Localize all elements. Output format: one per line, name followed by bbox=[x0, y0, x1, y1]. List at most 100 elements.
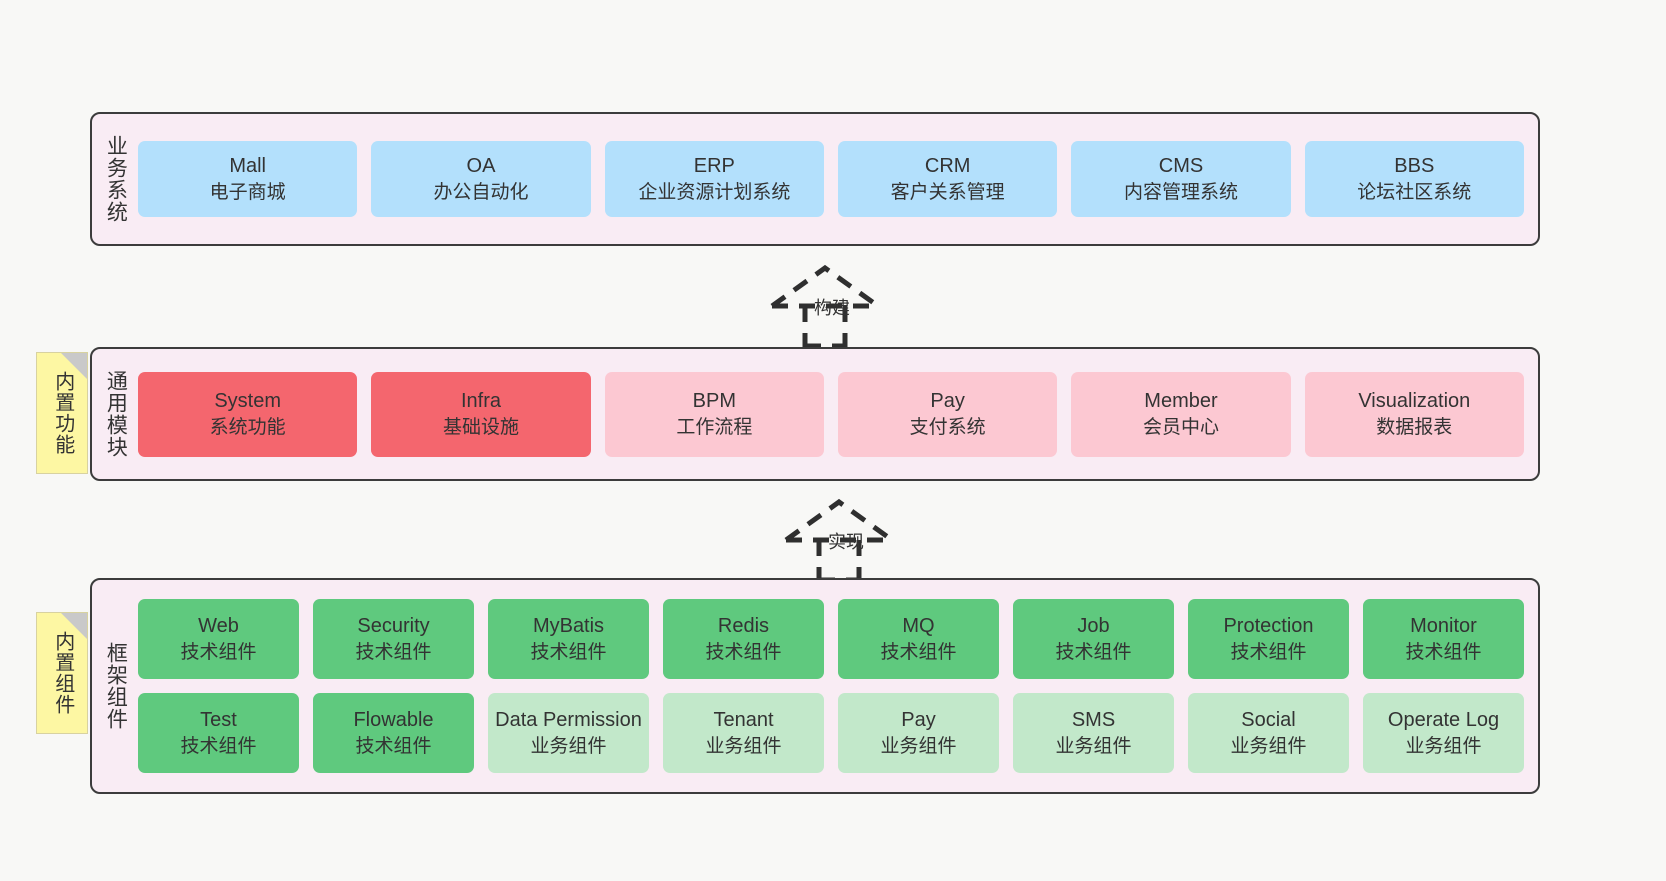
node-title: OA bbox=[466, 155, 496, 178]
node-subtitle: 数据报表 bbox=[1376, 416, 1453, 438]
connector-implement-label: 实现 bbox=[828, 532, 864, 552]
note-label: 内置功能 bbox=[51, 371, 74, 455]
node-redis[interactable]: Redis 技术组件 bbox=[663, 599, 824, 679]
node-bbs[interactable]: BBS 论坛社区系统 bbox=[1304, 141, 1524, 217]
node-subtitle: 技术组件 bbox=[180, 641, 257, 663]
layer-framework-components: 框架组件 Web 技术组件 Security 技术组件 MyBatis 技术组件… bbox=[90, 578, 1540, 794]
layer-framework-body: Web 技术组件 Security 技术组件 MyBatis 技术组件 Redi… bbox=[138, 580, 1538, 792]
node-subtitle: 办公自动化 bbox=[433, 181, 529, 203]
node-title: Tenant bbox=[713, 709, 774, 732]
layer-modules-body: System 系统功能 Infra 基础设施 BPM 工作流程 Pay 支付系统… bbox=[138, 349, 1538, 479]
business-node-row: Mall 电子商城 OA 办公自动化 ERP 企业资源计划系统 CRM 客户关系… bbox=[138, 141, 1524, 217]
node-title: Test bbox=[200, 709, 237, 732]
node-title: Pay bbox=[901, 709, 936, 732]
node-mq[interactable]: MQ 技术组件 bbox=[838, 599, 999, 679]
note-builtin-functions: 内置功能 bbox=[36, 352, 88, 474]
node-subtitle: 技术组件 bbox=[1230, 641, 1307, 663]
node-system[interactable]: System 系统功能 bbox=[138, 371, 358, 457]
node-title: MQ bbox=[902, 615, 935, 638]
node-title: Visualization bbox=[1358, 390, 1471, 413]
node-subtitle: 技术组件 bbox=[705, 641, 782, 663]
node-title: Job bbox=[1077, 615, 1110, 638]
node-subtitle: 技术组件 bbox=[1405, 641, 1482, 663]
node-pay-module[interactable]: Pay 支付系统 bbox=[837, 371, 1058, 457]
node-subtitle: 内容管理系统 bbox=[1123, 181, 1238, 203]
node-member[interactable]: Member 会员中心 bbox=[1071, 371, 1291, 457]
node-pay-component[interactable]: Pay 业务组件 bbox=[838, 693, 999, 773]
node-title: Monitor bbox=[1410, 615, 1477, 638]
node-subtitle: 技术组件 bbox=[880, 641, 957, 663]
framework-node-row-2: Test 技术组件 Flowable 技术组件 Data Permission … bbox=[138, 693, 1524, 773]
node-security[interactable]: Security 技术组件 bbox=[313, 599, 474, 679]
node-title: SMS bbox=[1071, 709, 1116, 732]
node-subtitle: 技术组件 bbox=[1055, 641, 1132, 663]
node-protection[interactable]: Protection 技术组件 bbox=[1188, 599, 1349, 679]
node-sms[interactable]: SMS 业务组件 bbox=[1013, 693, 1174, 773]
node-bpm[interactable]: BPM 工作流程 bbox=[604, 371, 824, 457]
node-mybatis[interactable]: MyBatis 技术组件 bbox=[488, 599, 649, 679]
node-social[interactable]: Social 业务组件 bbox=[1188, 693, 1349, 773]
node-title: Operate Log bbox=[1387, 709, 1500, 732]
node-title: Mall bbox=[229, 155, 266, 178]
node-subtitle: 技术组件 bbox=[180, 735, 257, 757]
layer-framework-label: 框架组件 bbox=[104, 642, 128, 730]
connector-build: 构建 bbox=[752, 258, 922, 349]
node-title: CRM bbox=[924, 155, 971, 178]
node-tenant[interactable]: Tenant 业务组件 bbox=[663, 693, 824, 773]
node-title: Security bbox=[357, 615, 430, 638]
node-subtitle: 业务组件 bbox=[880, 735, 957, 757]
node-title: Web bbox=[198, 615, 239, 638]
node-infra[interactable]: Infra 基础设施 bbox=[371, 371, 591, 457]
node-subtitle: 客户关系管理 bbox=[890, 181, 1005, 203]
node-operate-log[interactable]: Operate Log 业务组件 bbox=[1363, 693, 1524, 773]
node-job[interactable]: Job 技术组件 bbox=[1013, 599, 1174, 679]
node-oa[interactable]: OA 办公自动化 bbox=[371, 141, 591, 217]
layer-modules-label: 通用模块 bbox=[104, 370, 128, 458]
node-cms[interactable]: CMS 内容管理系统 bbox=[1071, 141, 1291, 217]
triangle-head-icon bbox=[770, 264, 880, 309]
note-builtin-components: 内置组件 bbox=[36, 612, 88, 734]
node-title: MyBatis bbox=[532, 615, 605, 638]
node-visualization[interactable]: Visualization 数据报表 bbox=[1304, 371, 1524, 457]
node-subtitle: 支付系统 bbox=[909, 416, 986, 438]
node-subtitle: 业务组件 bbox=[1230, 735, 1307, 757]
layer-common-modules: 通用模块 System 系统功能 Infra 基础设施 BPM 工作流程 Pay bbox=[90, 347, 1540, 481]
connector-implement: 实现 bbox=[766, 492, 936, 583]
connector-build-label: 构建 bbox=[814, 298, 850, 318]
modules-node-row: System 系统功能 Infra 基础设施 BPM 工作流程 Pay 支付系统… bbox=[138, 371, 1524, 457]
node-title: ERP bbox=[693, 155, 735, 178]
node-title: CMS bbox=[1158, 155, 1204, 178]
node-subtitle: 技术组件 bbox=[530, 641, 607, 663]
node-flowable[interactable]: Flowable 技术组件 bbox=[313, 693, 474, 773]
node-subtitle: 企业资源计划系统 bbox=[638, 181, 791, 203]
node-subtitle: 业务组件 bbox=[705, 735, 782, 757]
node-title: Member bbox=[1144, 390, 1218, 413]
layer-business-systems: 业务系统 Mall 电子商城 OA 办公自动化 ERP 企业资源计划系统 CRM bbox=[90, 112, 1540, 246]
triangle-head-icon bbox=[784, 498, 894, 543]
node-title: Social bbox=[1241, 709, 1296, 732]
layer-business-label: 业务系统 bbox=[104, 135, 128, 223]
node-web[interactable]: Web 技术组件 bbox=[138, 599, 299, 679]
node-title: Redis bbox=[717, 615, 770, 638]
node-subtitle: 电子商城 bbox=[209, 181, 286, 203]
node-monitor[interactable]: Monitor 技术组件 bbox=[1363, 599, 1524, 679]
node-title: BPM bbox=[692, 390, 736, 413]
node-subtitle: 业务组件 bbox=[1405, 735, 1482, 757]
node-subtitle: 论坛社区系统 bbox=[1357, 181, 1472, 203]
node-title: Pay bbox=[930, 390, 965, 413]
node-subtitle: 业务组件 bbox=[530, 735, 607, 757]
node-subtitle: 基础设施 bbox=[442, 416, 519, 438]
node-subtitle: 会员中心 bbox=[1142, 416, 1219, 438]
node-title: System bbox=[214, 390, 281, 413]
node-erp[interactable]: ERP 企业资源计划系统 bbox=[604, 141, 824, 217]
node-subtitle: 系统功能 bbox=[209, 416, 286, 438]
node-title: Protection bbox=[1223, 615, 1314, 638]
node-data-permission[interactable]: Data Permission 业务组件 bbox=[488, 693, 649, 773]
node-subtitle: 工作流程 bbox=[676, 416, 753, 438]
node-test[interactable]: Test 技术组件 bbox=[138, 693, 299, 773]
node-subtitle: 业务组件 bbox=[1055, 735, 1132, 757]
node-title: BBS bbox=[1394, 155, 1435, 178]
node-title: Data Permission bbox=[495, 709, 642, 732]
node-mall[interactable]: Mall 电子商城 bbox=[138, 141, 358, 217]
node-crm[interactable]: CRM 客户关系管理 bbox=[837, 141, 1058, 217]
